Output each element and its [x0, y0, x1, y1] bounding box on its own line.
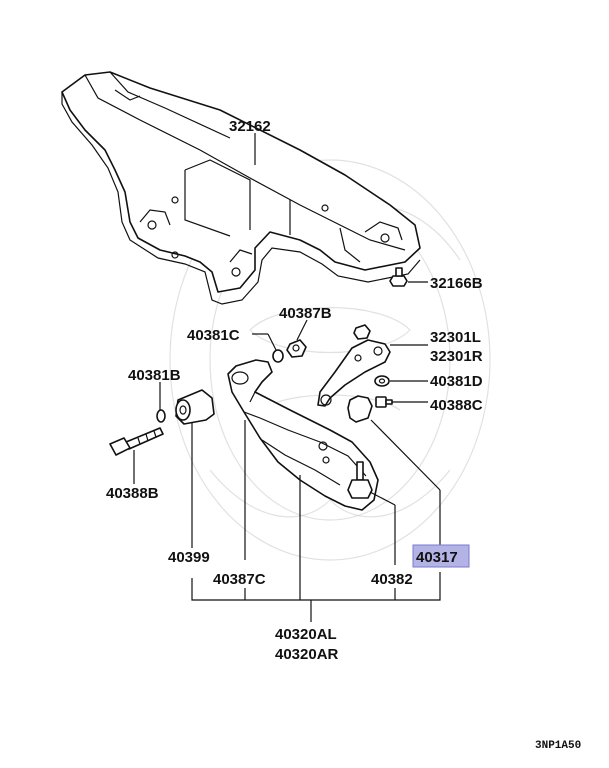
label-40388b: 40388B	[106, 485, 159, 502]
bushing-top-part[interactable]	[347, 395, 373, 423]
washer-40381c-part[interactable]	[272, 349, 284, 363]
label-32301l: 32301L	[430, 329, 481, 346]
nut-40387b-part[interactable]	[286, 339, 307, 358]
crossmember-part[interactable]	[61, 71, 421, 305]
label-40381d: 40381D	[430, 373, 483, 390]
bracket-nut-part[interactable]	[353, 324, 371, 340]
diagram-reference-code: 3NP1A50	[535, 740, 581, 752]
label-40381c: 40381C	[187, 327, 240, 344]
bracket-32301-part[interactable]	[317, 339, 391, 407]
label-40320ar: 40320AR	[275, 646, 339, 663]
label-40382: 40382	[371, 571, 413, 588]
label-32166b: 32166B	[430, 275, 483, 292]
bolt-40388b-part[interactable]	[109, 427, 164, 456]
label-32162: 32162	[229, 118, 271, 135]
label-40388c: 40388C	[430, 397, 483, 414]
bushing-40399-part[interactable]	[175, 389, 215, 425]
leader-lines	[133, 133, 441, 622]
label-40387c: 40387C	[213, 571, 266, 588]
label-40399: 40399	[168, 549, 210, 566]
lower-arm-part[interactable]	[227, 359, 379, 511]
bolt-40388c-part[interactable]	[375, 396, 393, 408]
label-40317[interactable]: 40317	[416, 549, 458, 566]
bolt-32166b-part[interactable]	[389, 267, 408, 287]
ball-joint-part[interactable]	[347, 461, 373, 499]
washer-40381b-part[interactable]	[156, 409, 166, 423]
label-40381b: 40381B	[128, 367, 181, 384]
label-32301r: 32301R	[430, 348, 483, 365]
label-40320al: 40320AL	[275, 626, 337, 643]
label-40387b: 40387B	[279, 305, 332, 322]
washer-40381d-part[interactable]	[374, 375, 390, 387]
highlight-40317	[412, 544, 470, 568]
